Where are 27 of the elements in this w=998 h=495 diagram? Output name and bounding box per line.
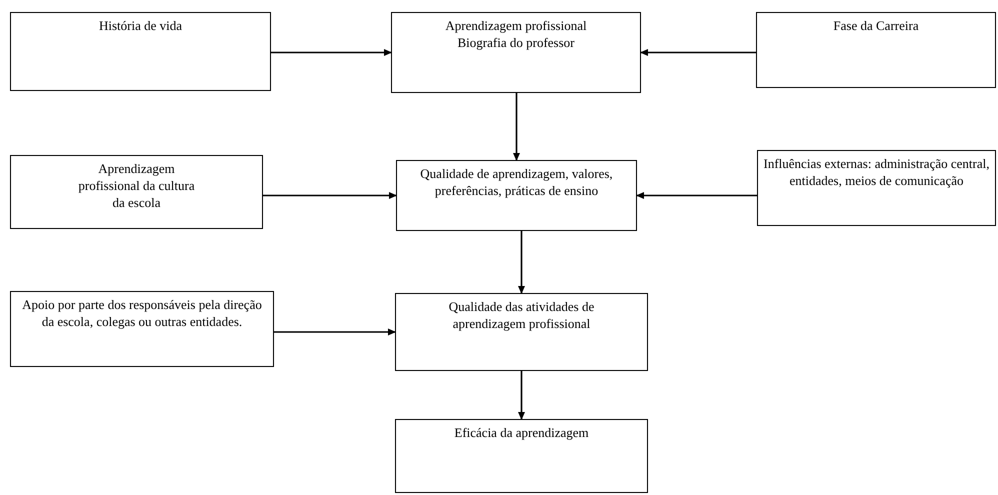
arrow [263, 192, 397, 199]
arrow [518, 231, 525, 294]
box-text: Influências externas: administração central, entidades, meios de comunicação [762, 155, 990, 189]
process-box [756, 12, 996, 88]
arrow [271, 49, 392, 56]
box-text: Fase da Carreira [832, 17, 920, 34]
arrow [640, 49, 756, 56]
process-box [10, 12, 271, 91]
arrow [513, 93, 520, 161]
process-box [10, 291, 274, 367]
box-text: Qualidade das atividades de aprendizagem profissional [448, 298, 596, 332]
process-box [757, 150, 996, 226]
box-text: Eficácia da aprendizagem [453, 424, 590, 441]
box-text: Qualidade de aprendizagem, valores, preferências, práticas de ensino [419, 165, 614, 199]
arrow [636, 192, 757, 199]
box-text: Apoio por parte dos responsáveis pela direção da escola, colegas ou outras entidades. [21, 296, 263, 330]
process-box [10, 155, 263, 229]
process-box [391, 12, 641, 93]
process-box [395, 419, 648, 493]
arrow [274, 328, 396, 336]
process-box [396, 160, 637, 231]
process-box [395, 293, 648, 371]
box-text: História de vida [98, 17, 184, 34]
box-text: Aprendizagem profissional [444, 17, 588, 34]
arrow [518, 371, 525, 420]
box-text: Biografia do professor [456, 34, 576, 51]
box-text: Aprendizagem profissional da cultura da escola [77, 160, 196, 211]
